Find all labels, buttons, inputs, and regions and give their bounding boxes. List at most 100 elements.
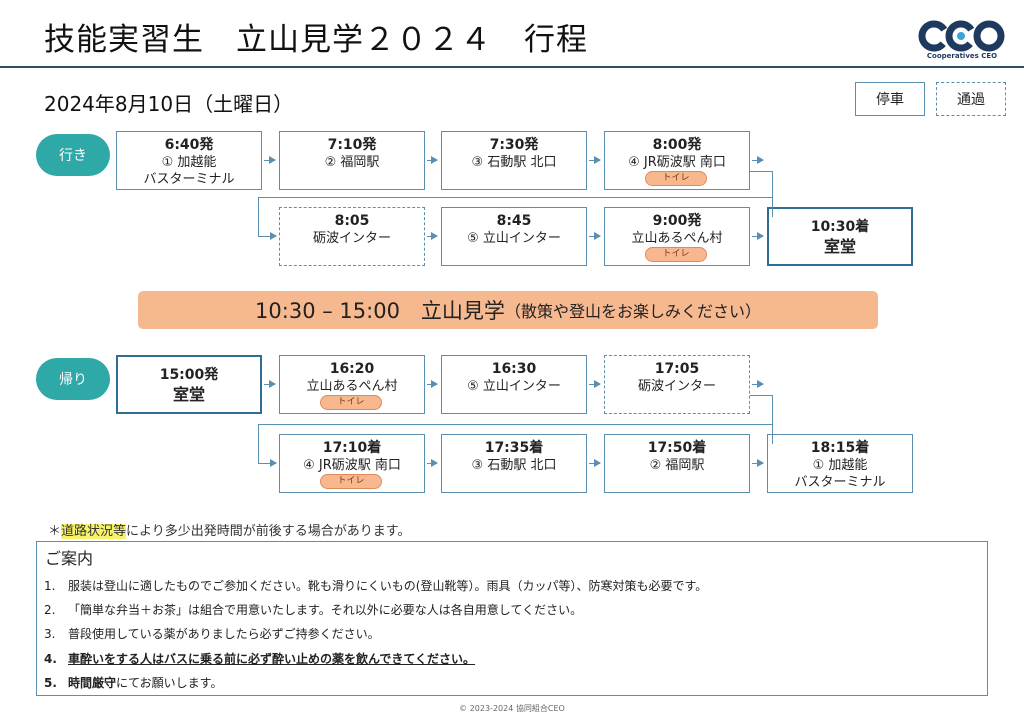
stop-time: 16:30 [491, 361, 537, 377]
stop-name: ⑤ 立山インター [467, 231, 561, 246]
outbound-label: 行き [36, 134, 110, 176]
outbound-stop-6: 8:45 ⑤ 立山インター [441, 207, 587, 266]
outbound-arrow [752, 232, 764, 240]
stop-time: 7:30発 [489, 137, 539, 153]
stop-time: 17:10着 [322, 440, 382, 456]
return-arrow [264, 380, 276, 388]
return-arrow [589, 459, 601, 467]
outbound-arrow [427, 232, 438, 240]
stop-name: 砺波インター [312, 231, 391, 246]
outbound-stop-8: 10:30着室堂 [767, 207, 913, 266]
stop-name: ① 加越能 [812, 458, 868, 473]
return-stop-1: 15:00発室堂 [116, 355, 262, 414]
outbound-stop-7: 9:00発立山あるぺん村トイレ [604, 207, 750, 266]
outbound-arrow [752, 156, 764, 164]
note-text: により多少出発時間が前後する場合があります。 [126, 524, 411, 539]
stop-time: 17:50着 [647, 440, 707, 456]
guide-box [36, 541, 988, 696]
note-highlight: 道路状況等 [61, 524, 127, 539]
stop-time: 8:05 [334, 213, 370, 229]
guide-item-4: 4. 車酔いをする人はバスに乗る前に必ず酔い止めの薬を飲んできてください。 [44, 650, 475, 667]
sightseeing-banner: 10:30 – 15:00 立山見学（散策や登山をお楽しみください） [138, 291, 878, 329]
stop-time: 7:10発 [327, 137, 377, 153]
stop-name: 室堂 [823, 237, 856, 256]
guide-item-text: 「簡単な弁当＋お茶」は組合で用意いたします。それ以外に必要な人は各自用意してくだ… [68, 603, 583, 617]
traffic-note: ＊道路状況等により多少出発時間が前後する場合があります。 [48, 520, 410, 539]
guide-item-num: 4. [44, 652, 57, 666]
outbound-connector [750, 171, 772, 172]
guide-item-2: 2. 「簡単な弁当＋お茶」は組合で用意いたします。それ以外に必要な人は各自用意して… [44, 601, 582, 618]
toilet-badge: トイレ [320, 395, 382, 410]
header-divider [0, 66, 1024, 68]
guide-heading: ご案内 [45, 549, 94, 568]
logo-subtitle: Cooperatives CEO [926, 52, 998, 60]
guide-item-3: 3.普段使用している薬がありましたら必ずご持参ください。 [44, 625, 380, 642]
stop-name: 立山あるぺん村 [306, 379, 398, 394]
stop-time: 9:00発 [652, 213, 702, 229]
stop-name: 立山あるぺん村 [631, 231, 723, 246]
guide-item-num: 3. [44, 627, 56, 641]
outbound-arrow [427, 156, 438, 164]
stop-time: 8:45 [496, 213, 532, 229]
stop-name: ④ JR砺波駅 南口 [628, 155, 726, 170]
return-arrow [427, 459, 438, 467]
guide-item-bold: 時間厳守 [68, 676, 117, 690]
stop-time: 17:05 [654, 361, 700, 377]
guide-item-text: にてお願いします。 [116, 676, 223, 690]
return-connector [258, 424, 259, 464]
return-connector [772, 395, 773, 444]
stop-time: 8:00発 [652, 137, 702, 153]
stop-time: 6:40発 [164, 137, 214, 153]
return-stop-4: 17:05 砺波インター [604, 355, 750, 414]
stop-name: ③ 石動駅 北口 [471, 458, 557, 473]
toilet-badge: トイレ [645, 171, 707, 186]
stop-name: バスターミナル [794, 475, 886, 490]
return-arrow [752, 459, 764, 467]
guide-item-num: 5. [44, 676, 57, 690]
stop-name: バスターミナル [143, 172, 235, 187]
guide-item-num: 2. [44, 603, 56, 617]
return-arrow [589, 380, 601, 388]
guide-item-text: 車酔いをする人はバスに乗る前に必ず酔い止めの薬を飲んできてください。 [68, 652, 476, 666]
stop-time: 15:00発 [159, 367, 219, 383]
outbound-stop-5: 8:05 砺波インター [279, 207, 425, 266]
copyright: © 2023-2024 協同組合CEO [459, 704, 565, 713]
return-connector [750, 395, 772, 396]
stop-name: 砺波インター [637, 379, 716, 394]
guide-item-num: 1. [44, 579, 56, 593]
outbound-stop-3: 7:30発 ③ 石動駅 北口 [441, 131, 587, 190]
stop-name: ④ JR砺波駅 南口 [303, 458, 401, 473]
stop-name: ③ 石動駅 北口 [471, 155, 557, 170]
outbound-stop-1: 6:40発 ① 加越能バスターミナル [116, 131, 262, 190]
outbound-arrow [589, 156, 601, 164]
return-arrow [258, 459, 277, 467]
return-stop-7: 17:50着 ② 福岡駅 [604, 434, 750, 493]
logo [918, 20, 1005, 52]
banner-main: 10:30 – 15:00 立山見学 [255, 299, 505, 323]
legend-stop: 停車 [855, 82, 925, 116]
outbound-arrow [264, 156, 276, 164]
guide-item-5: 5. 時間厳守にてお願いします。 [44, 674, 222, 691]
stop-time: 10:30着 [810, 219, 870, 235]
legend-pass: 通過 [936, 82, 1006, 116]
return-arrow [752, 380, 764, 388]
stop-name: ② 福岡駅 [649, 458, 705, 473]
return-label: 帰り [36, 358, 110, 400]
stop-name: ① 加越能 [161, 155, 217, 170]
banner-sub: （散策や登山をお楽しみください） [504, 302, 761, 321]
return-connector [258, 424, 773, 425]
page-title: 技能実習生 立山見学２０２４ 行程 [44, 22, 588, 58]
toilet-badge: トイレ [320, 474, 382, 489]
toilet-badge: トイレ [645, 247, 707, 262]
return-stop-8: 18:15着 ① 加越能バスターミナル [767, 434, 913, 493]
outbound-connector [258, 197, 259, 237]
trip-date: 2024年8月10日（土曜日） [44, 92, 294, 116]
return-stop-5: 17:10着 ④ JR砺波駅 南口トイレ [279, 434, 425, 493]
guide-item-text: 服装は登山に適したものでご参加ください。靴も滑りにくいもの(登山靴等）。雨具（カ… [68, 579, 708, 593]
outbound-arrow [589, 232, 601, 240]
stop-time: 18:15着 [810, 440, 870, 456]
